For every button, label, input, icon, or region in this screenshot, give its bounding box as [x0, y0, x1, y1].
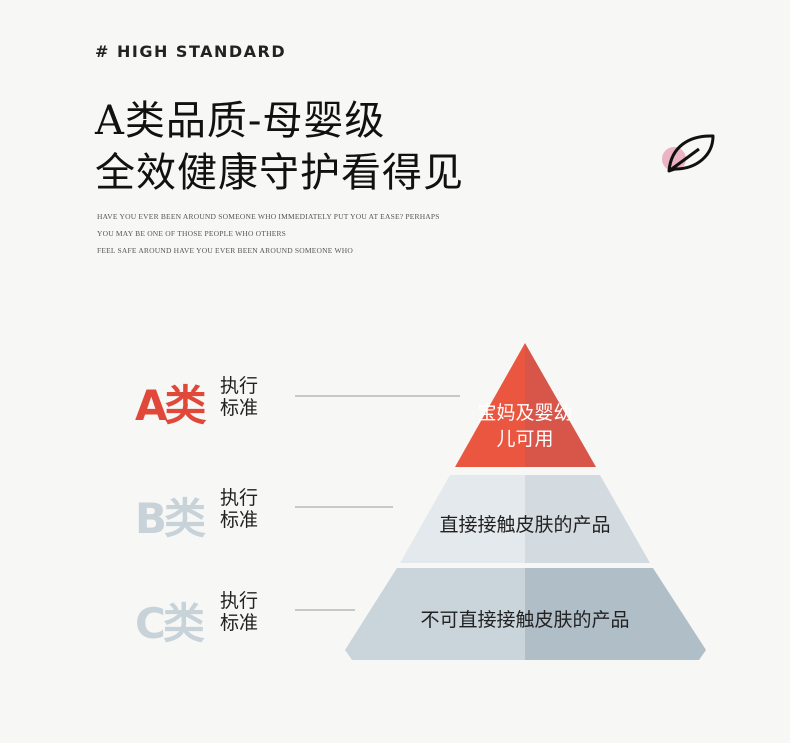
english-line-2: YOU MAY BE ONE OF THOSE PEOPLE WHO OTHER…	[97, 229, 287, 238]
class-c-label: C类	[135, 599, 205, 648]
pyramid-tier-b-left	[400, 475, 525, 563]
tier-b-text: 直接接触皮肤的产品	[439, 514, 611, 536]
class-a-standard: 执行标准	[220, 375, 259, 419]
pyramid-tier-c-right	[525, 568, 706, 660]
title-line-1: A类品质-母婴级	[95, 98, 386, 144]
leaf-icon	[662, 134, 715, 173]
class-b-standard: 执行标准	[220, 487, 259, 531]
pyramid-tier-b-right	[525, 475, 650, 563]
tier-a-text: 宝妈及婴幼儿可用	[477, 402, 573, 450]
section-tag: # HIGH STANDARD	[95, 42, 287, 61]
english-line-1: HAVE YOU EVER BEEN AROUND SOMEONE WHO IM…	[97, 212, 440, 221]
pyramid-tier-a-left	[455, 343, 525, 467]
class-b-label: B类	[135, 494, 206, 543]
class-a-label: A类	[135, 381, 206, 430]
english-line-3: FEEL SAFE AROUND HAVE YOU EVER BEEN AROU…	[97, 246, 354, 255]
pyramid-tier-c-left	[345, 568, 525, 660]
pyramid-tier-a-right	[525, 343, 596, 467]
title-line-2: 全效健康守护看得见	[95, 150, 464, 196]
tier-c-text: 不可直接接触皮肤的产品	[420, 609, 630, 631]
class-c-standard: 执行标准	[220, 590, 259, 634]
